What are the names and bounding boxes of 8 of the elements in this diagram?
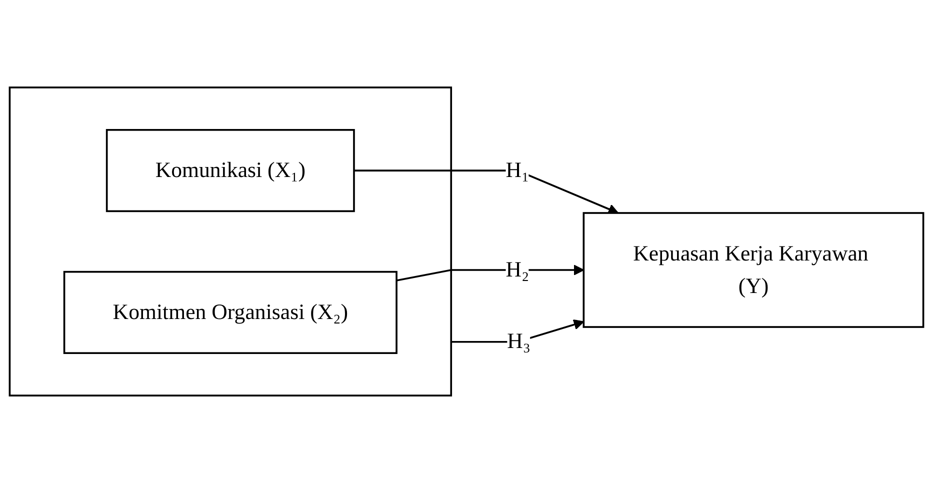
edge-label: H₁ bbox=[506, 158, 530, 182]
cluster bbox=[8, 86, 452, 396]
arrow bbox=[354, 170, 619, 214]
edge-label: H₂ bbox=[506, 257, 530, 282]
node-box: Komitmen Organisasi (X₂) bbox=[63, 270, 398, 354]
node-box: Kepuasan Kerja Karyawan (Y) bbox=[582, 212, 924, 328]
edge-label: H₃ bbox=[507, 328, 531, 353]
node-box: Komunikasi (X₁) bbox=[106, 129, 355, 212]
